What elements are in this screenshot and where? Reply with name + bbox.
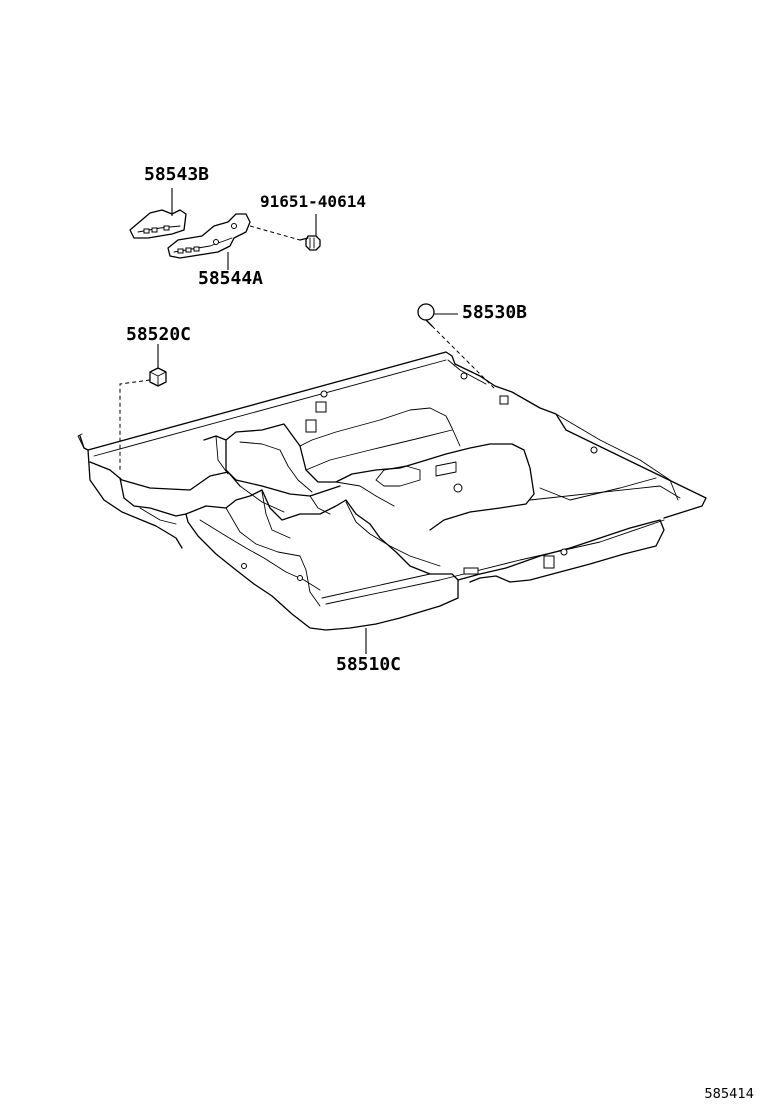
bolt-dash-line: [249, 225, 301, 241]
nut-58520c-dash: [119, 379, 151, 470]
part-label-58520c: 58520C: [126, 324, 192, 345]
floor-carpet-58510c: [77, 351, 707, 631]
bracket-58544a: [167, 213, 251, 259]
nut-58520c: [149, 367, 167, 387]
part-label-91651-40614: 91651-40614: [260, 192, 366, 211]
bolt-91651-40614: [299, 235, 321, 251]
part-label-58510c: 58510C: [336, 654, 402, 675]
diagram-id: 585414: [704, 1087, 754, 1102]
clip-58530b: [417, 303, 435, 327]
part-label-58543b: 58543B: [144, 164, 210, 185]
part-label-58530b: 58530B: [462, 302, 528, 323]
bracket-58543b: [129, 209, 187, 239]
part-label-58544a: 58544A: [198, 268, 264, 289]
